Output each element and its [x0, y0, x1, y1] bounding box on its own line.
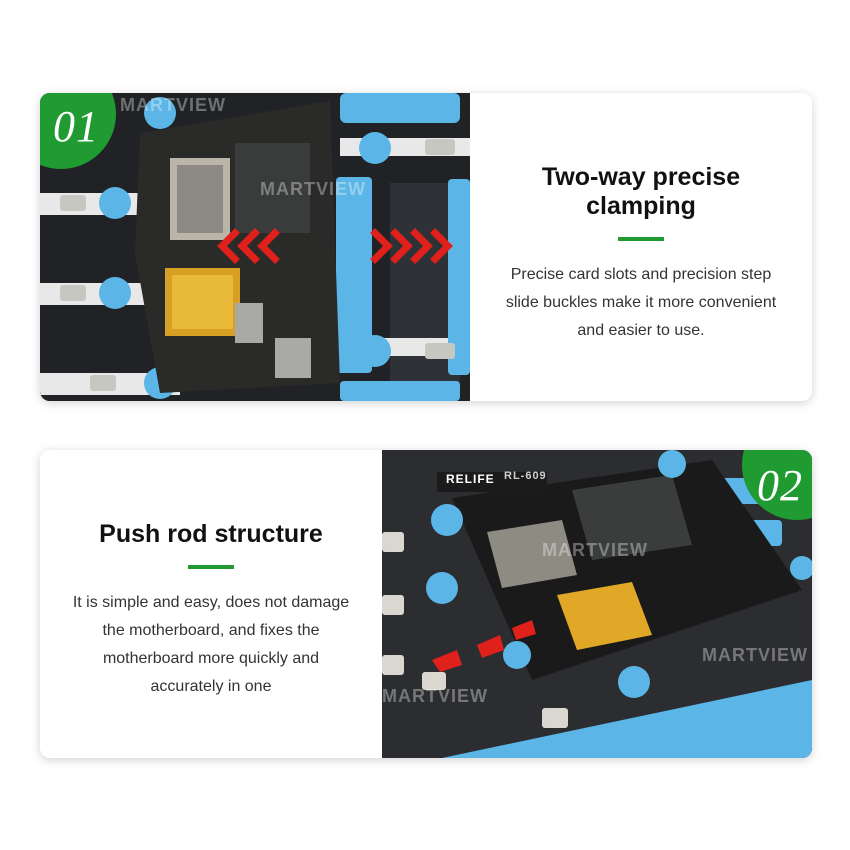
feature-description: It is simple and easy, does not damage t… [72, 594, 350, 695]
title-underline [188, 565, 234, 569]
watermark-text: MARTVIEW [260, 179, 366, 199]
feature-text-panel: Two-way precise clamping Precise card sl… [470, 93, 812, 401]
clamping-fixture-photo: MARTVIEW MARTVIEW 01 [40, 93, 470, 401]
feature-title: Push rod structure [99, 520, 323, 548]
watermark-text: MARTVIEW [120, 95, 226, 115]
watermark-text: MARTVIEW [702, 645, 808, 665]
watermark-text: MARTVIEW [542, 540, 648, 560]
fixture-illustration [382, 450, 812, 758]
feature-text-panel: Push rod structure It is simple and easy… [40, 450, 382, 758]
feature-title: Two-way precise clamping [541, 163, 741, 220]
push-rod-fixture-photo: RELIFE RL-609 MARTVIEW MARTVIEW MARTVIEW… [382, 450, 812, 758]
feature-description: Precise card slots and precision step sl… [505, 266, 777, 339]
fixture-illustration [40, 93, 470, 401]
feature-card-push-rod: Push rod structure It is simple and easy… [40, 450, 812, 758]
model-label: RL-609 [504, 470, 547, 482]
title-underline [618, 237, 664, 241]
brand-label: RELIFE [446, 472, 495, 486]
feature-card-clamping: MARTVIEW MARTVIEW 01 Two-way precise cla… [40, 93, 812, 401]
watermark-text: MARTVIEW [382, 686, 488, 706]
